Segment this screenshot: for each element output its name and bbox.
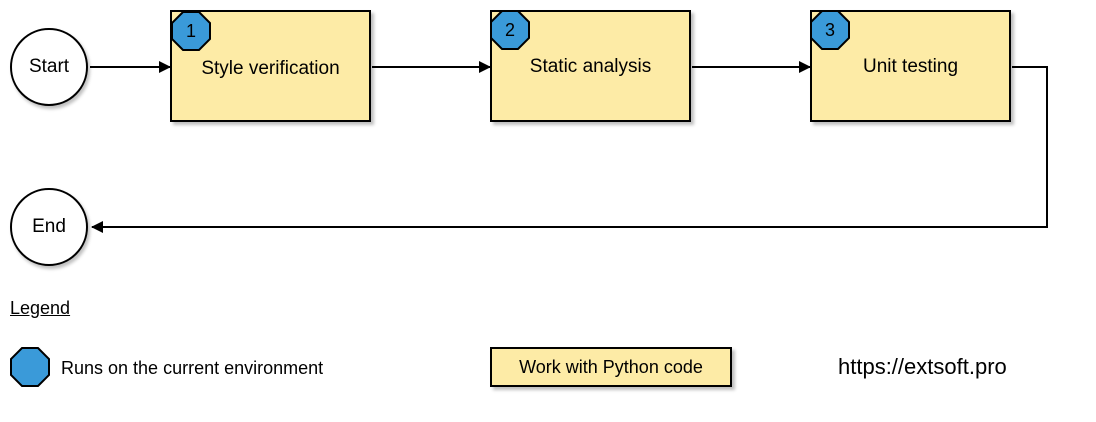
legend-code-box: Work with Python code <box>490 347 732 387</box>
badge-number: 2 <box>504 19 515 40</box>
badge-number: 1 <box>185 20 196 41</box>
legend-badge-text: Runs on the current environment <box>61 358 324 378</box>
start-node: Start <box>10 28 88 106</box>
badge-number: 3 <box>824 19 835 40</box>
arrow-step3-to-end <box>91 66 1048 233</box>
start-label: Start <box>28 56 70 77</box>
step-number-badge: 2 <box>490 10 530 50</box>
step-label: Static analysis <box>529 56 652 77</box>
legend-title: Legend <box>10 298 71 318</box>
step-label: Style verification <box>201 58 340 79</box>
end-node: End <box>10 188 88 266</box>
legend-badge-icon <box>10 347 50 387</box>
step-label: Unit testing <box>862 56 959 77</box>
step-number-badge: 1 <box>171 11 211 51</box>
end-label: End <box>32 216 66 237</box>
legend-box-text: Work with Python code <box>519 356 703 377</box>
step-number-badge: 3 <box>810 10 850 50</box>
website-link[interactable]: https://extsoft.pro <box>838 354 1007 379</box>
